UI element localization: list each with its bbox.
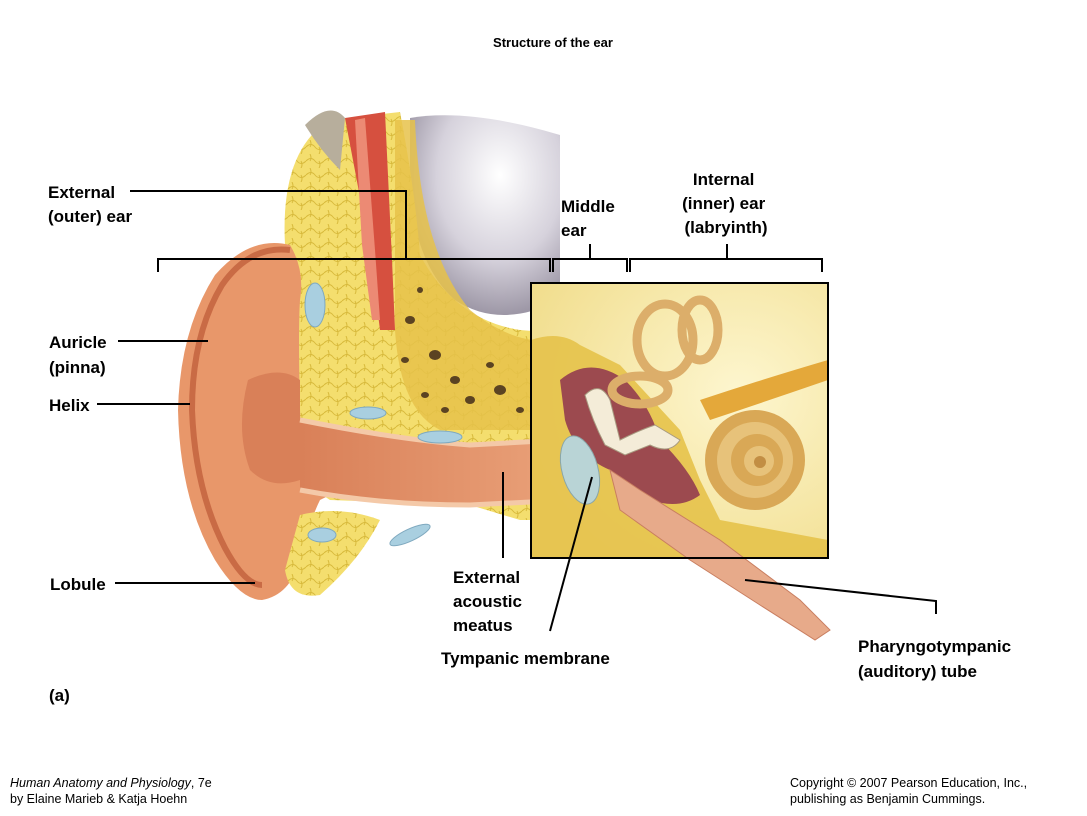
label-external-acoustic-meatus: External acoustic meatus	[453, 568, 527, 635]
page-title: Structure of the ear	[493, 35, 613, 50]
bracket-middle-ear	[552, 258, 628, 272]
semicircular-canals	[607, 295, 723, 409]
mastoid-air-cells	[401, 287, 524, 413]
label-middle-ear: Middle ear	[561, 197, 620, 240]
skull-shadow	[410, 115, 560, 315]
concha	[241, 372, 300, 484]
label-internal-ear: Internal (inner) ear (labryinth)	[682, 170, 770, 237]
book-title: Human Anatomy and Physiology	[10, 776, 191, 790]
label-auricle: Auricle (pinna)	[49, 333, 111, 377]
footer-copyright: Copyright © 2007 Pearson Education, Inc.…	[790, 775, 1027, 807]
vestibulocochlear-nerve	[700, 360, 828, 420]
ossicles	[584, 388, 681, 456]
ear-illustration	[178, 110, 831, 641]
pharyngotympanic-tube-shape	[609, 468, 831, 641]
leader-tympanic	[549, 476, 593, 632]
cochlea	[705, 410, 805, 510]
bracket-external-ear	[157, 258, 551, 272]
label-lobule: Lobule	[50, 575, 106, 594]
panel-label: (a)	[49, 686, 70, 705]
label-pharyngotympanic-tube: Pharyngotympanic (auditory) tube	[858, 637, 1016, 681]
muscle-strip-light	[355, 118, 380, 320]
copyright-line: Copyright © 2007 Pearson Education, Inc.…	[790, 776, 1028, 790]
label-tympanic-membrane: Tympanic membrane	[441, 649, 610, 668]
hair	[305, 110, 345, 170]
ear-canal-wall-lower	[299, 487, 571, 508]
book-edition: , 7e	[190, 776, 212, 790]
auricle-rim	[188, 246, 291, 588]
publisher-line: publishing as Benjamin Cummings.	[790, 792, 986, 806]
cartilage	[304, 282, 463, 547]
footer-citation: Human Anatomy and Physiology, 7e by Elai…	[10, 775, 212, 807]
book-authors: by Elaine Marieb & Katja Hoehn	[10, 792, 188, 806]
inset-frame	[530, 282, 829, 559]
leader-pharyngotympanic	[744, 579, 937, 614]
bracket-internal-ear	[629, 258, 823, 272]
leader-external-ear	[130, 190, 407, 259]
leader-lines	[97, 190, 937, 632]
lobule-fat	[285, 511, 380, 596]
ear-canal-wall	[299, 417, 561, 448]
label-external-ear: External (outer) ear	[48, 183, 132, 226]
label-helix: Helix	[49, 396, 90, 415]
